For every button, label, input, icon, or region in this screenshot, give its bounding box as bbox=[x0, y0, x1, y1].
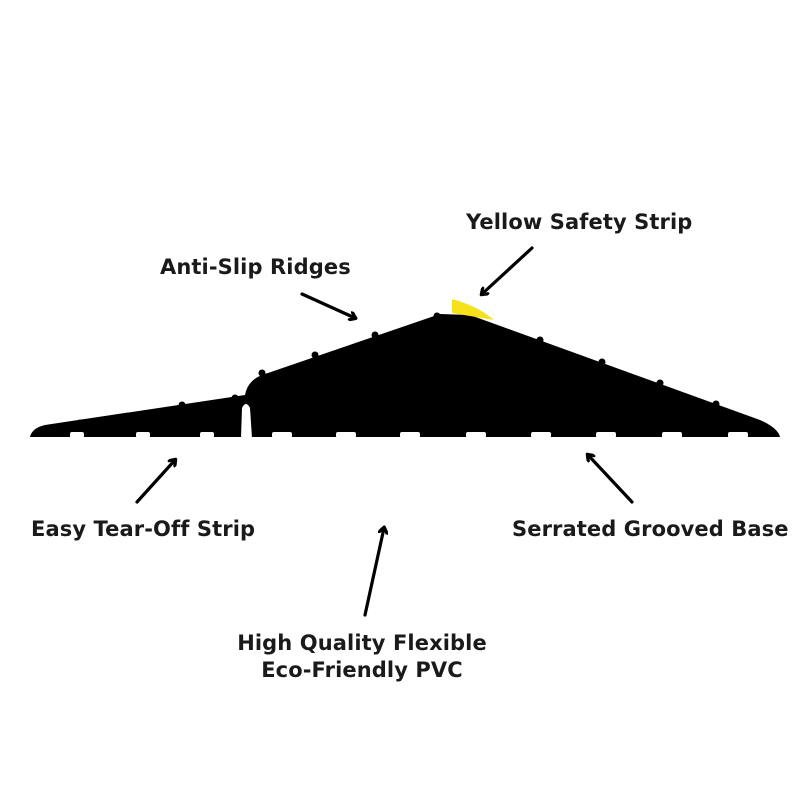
label-yellow-safety-strip: Yellow Safety Strip bbox=[466, 210, 693, 234]
label-pvc: High Quality Flexible Eco-Friendly PVC bbox=[212, 630, 512, 684]
arrow-icon bbox=[363, 528, 384, 617]
label-pvc-line2: Eco-Friendly PVC bbox=[261, 658, 463, 682]
tear-off-slot bbox=[241, 404, 252, 438]
arrow-icon bbox=[135, 460, 175, 504]
label-anti-slip-ridges: Anti-Slip Ridges bbox=[160, 255, 351, 279]
yellow-safety-strip bbox=[452, 299, 494, 320]
arrow-icon bbox=[588, 455, 634, 504]
anti-slip-ridges bbox=[76, 312, 720, 427]
label-easy-tear-off-strip: Easy Tear-Off Strip bbox=[31, 517, 256, 541]
serrated-grooves bbox=[70, 432, 748, 438]
label-pvc-line1: High Quality Flexible bbox=[237, 631, 487, 655]
arrow-icon bbox=[300, 292, 355, 318]
label-serrated-grooved-base: Serrated Grooved Base bbox=[512, 517, 789, 541]
arrow-icon bbox=[482, 246, 534, 294]
protector-body bbox=[30, 314, 780, 437]
arrows bbox=[135, 246, 634, 617]
